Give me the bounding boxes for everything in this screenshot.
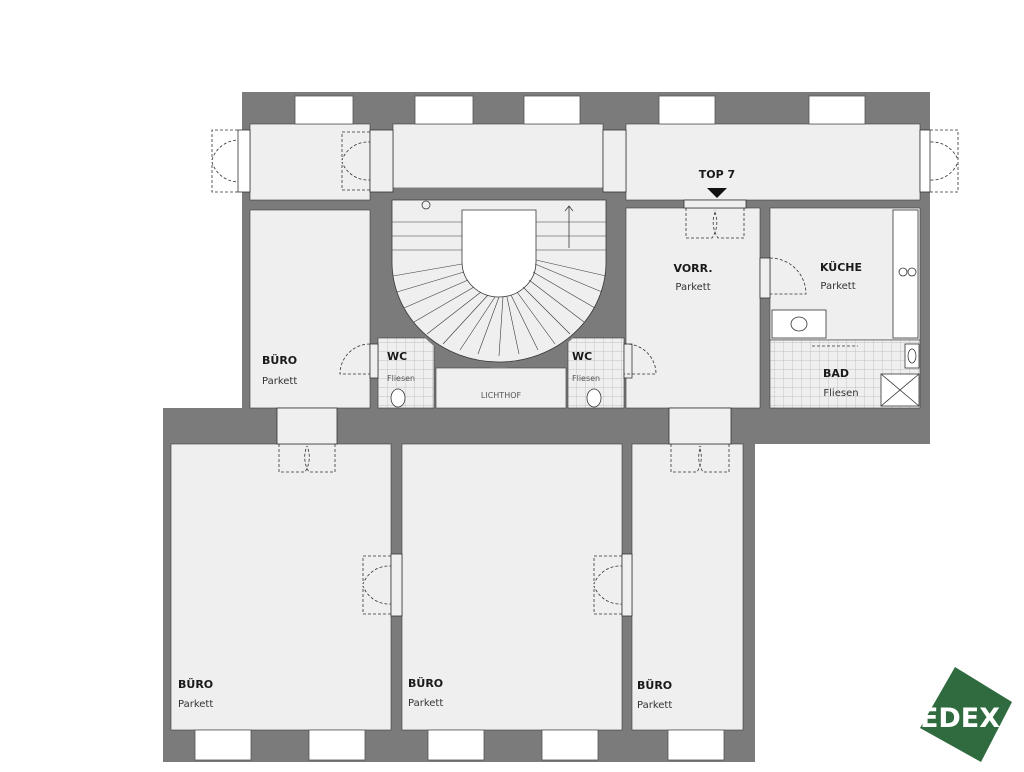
room-buero-bottom-middle [401,443,623,731]
edex-logo: EDEX [920,667,1012,762]
logo-shape [920,667,1012,762]
balcony-left [249,123,371,201]
rooms [170,123,921,731]
staircase [391,188,607,368]
toilet-right-icon [586,388,602,408]
label-lichthof: LICHTHOF [481,391,522,400]
room-vorraum [625,207,761,409]
fixtures [390,209,920,408]
toilet-left-icon [390,388,406,408]
room-lichthof [435,367,567,409]
label-buero-top-left-floor: Parkett [262,376,297,387]
stove-burner-icon [898,267,908,277]
entrance-arrow-icon [707,188,727,198]
label-wc-left-name: WC [387,350,407,363]
staircase-area [392,123,604,189]
logo-text: EDEX [920,703,1000,734]
label-buero-bottom-left-name: BÜRO [178,677,213,691]
doors [211,129,959,617]
label-bad-name: BAD [823,367,849,380]
label-bad-floor: Fliesen [823,388,858,399]
label-wc-left-floor: Fliesen [387,374,415,383]
label-wc-right-name: WC [572,350,592,363]
corridor-top-right [625,123,921,201]
label-vorraum-floor: Parkett [675,282,710,293]
room-labels: BÜRO Parkett WC Fliesen WC Fliesen LICHT… [178,260,862,711]
room-buero-bottom-left [170,443,392,731]
label-wc-right-floor: Fliesen [572,374,600,383]
room-wc-left [377,337,435,409]
label-kueche-floor: Parkett [820,281,855,292]
entrance-label: TOP 7 [699,168,735,181]
label-buero-bottom-right-name: BÜRO [637,678,672,692]
stove-burner-icon [907,267,917,277]
label-buero-bottom-right-floor: Parkett [637,700,672,711]
label-vorraum-name: VORR. [674,262,713,275]
label-buero-bottom-left-floor: Parkett [178,699,213,710]
label-kueche-name: KÜCHE [820,260,862,274]
room-buero-bottom-right [631,443,744,731]
label-buero-bottom-middle-floor: Parkett [408,698,443,709]
room-buero-top-left [249,209,371,409]
label-buero-top-left-name: BÜRO [262,353,297,367]
windows [194,95,866,761]
label-buero-bottom-middle-name: BÜRO [408,676,443,690]
